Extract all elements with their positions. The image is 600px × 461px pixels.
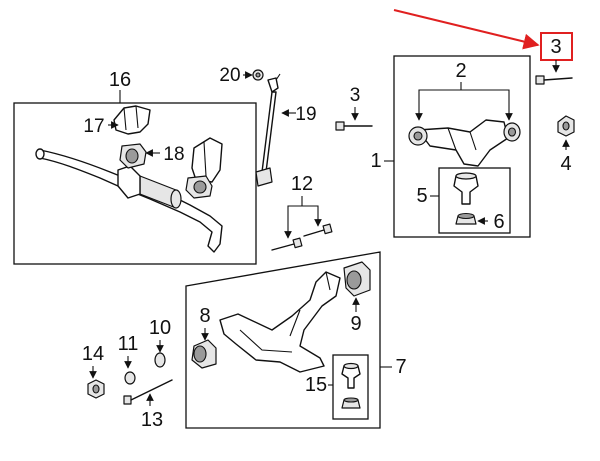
lower-ball-joint-group: 15 [305, 354, 369, 420]
ball-joint [453, 175, 479, 205]
callout-16: 16 [109, 69, 131, 91]
ball-joint-box [438, 167, 511, 234]
bolt-3-group: 3 [335, 85, 373, 131]
callout-3-bolt: 3 [350, 85, 361, 106]
callout-20: 20 [219, 65, 240, 86]
callout-19: 19 [295, 104, 316, 125]
callout-15: 15 [305, 374, 327, 396]
right-fasteners: 4 [535, 60, 575, 175]
callout-11: 11 [118, 333, 139, 355]
stabilizer-link [267, 77, 279, 93]
callout-4: 4 [560, 153, 571, 175]
upper-arm-box [393, 55, 531, 238]
callout-9: 9 [350, 313, 361, 335]
callout-7: 7 [395, 356, 406, 378]
lower-ball-joint-box [332, 354, 369, 420]
stabilizer-link-group: 20 19 [219, 65, 317, 187]
callout-10: 10 [149, 317, 171, 339]
callout-6: 6 [493, 211, 504, 233]
callout-18: 18 [163, 144, 184, 165]
callout-17: 17 [83, 116, 104, 137]
callout-5: 5 [416, 185, 427, 207]
callout-12: 12 [291, 173, 313, 195]
callout-1: 1 [370, 150, 381, 172]
bolt [335, 121, 345, 131]
lower-control-arm-group: 7 9 8 [185, 251, 407, 429]
upper-control-arm-group: 1 2 [370, 55, 531, 238]
lower-control-arm [219, 271, 341, 373]
callout-14: 14 [82, 343, 104, 365]
callout-3-top: 3 [550, 36, 561, 58]
upper-arm-bolt [535, 75, 545, 85]
highlight-callout-3[interactable]: 3 [393, 9, 573, 61]
cam-washer [154, 352, 166, 368]
stabilizer-bar [39, 149, 223, 253]
bolts-12-group: 12 [271, 173, 333, 251]
callout-2: 2 [455, 60, 466, 82]
bushing-bracket [113, 105, 151, 135]
upper-control-arm [417, 119, 509, 167]
callout-8: 8 [199, 305, 210, 327]
callout-13: 13 [141, 409, 163, 431]
stabilizer-bar-group: 16 17 18 [13, 69, 257, 265]
lower-ball-joint [341, 365, 361, 389]
lower-arm-box [185, 251, 381, 429]
cam-bolt [123, 395, 132, 405]
washer [124, 371, 136, 385]
left-fasteners: 10 11 14 13 [82, 317, 173, 431]
stabilizer-box [13, 102, 257, 265]
ball-joint-group: 5 6 [416, 167, 511, 234]
highlight-arrow [393, 9, 540, 50]
